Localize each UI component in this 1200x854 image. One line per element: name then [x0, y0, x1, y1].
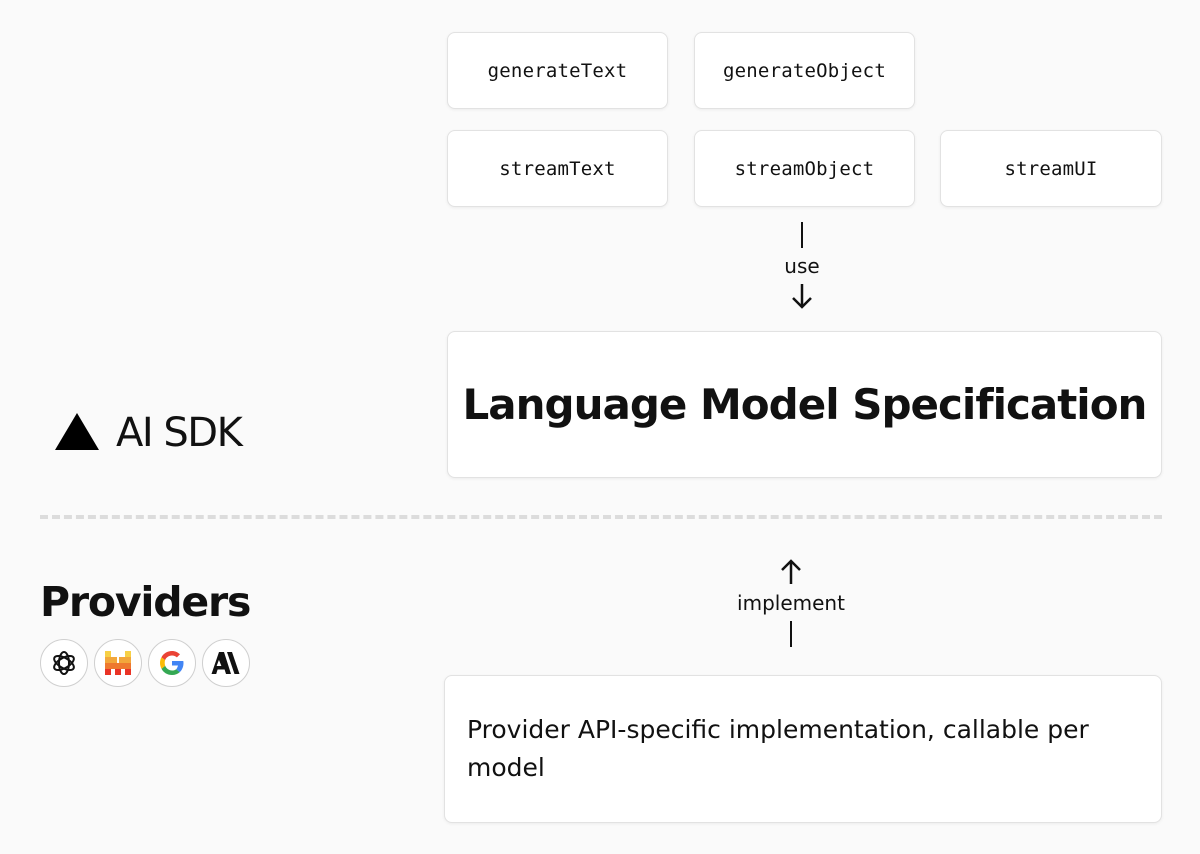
- section-divider: [40, 515, 1162, 519]
- use-connector: use: [752, 222, 852, 310]
- stream-text-label: streamText: [499, 157, 616, 180]
- implement-connector-line: [789, 621, 793, 647]
- provider-implementation-text: Provider API-specific implementation, ca…: [467, 715, 1089, 782]
- stream-ui-label: streamUI: [1004, 157, 1098, 180]
- implement-label: implement: [737, 591, 845, 615]
- ai-sdk-title: AI SDK: [116, 410, 243, 456]
- anthropic-logo-icon: [202, 639, 250, 687]
- stream-object-card: streamObject: [694, 130, 915, 207]
- language-model-spec-card: Language Model Specification: [447, 331, 1162, 478]
- stream-ui-card: streamUI: [940, 130, 1162, 207]
- google-logo-icon: [148, 639, 196, 687]
- generate-object-label: generateObject: [723, 59, 886, 82]
- stream-text-card: streamText: [447, 130, 668, 207]
- provider-logos: [40, 639, 250, 687]
- triangle-icon: [54, 411, 100, 456]
- generate-object-card: generateObject: [694, 32, 915, 109]
- generate-text-label: generateText: [487, 59, 628, 82]
- language-model-spec-title: Language Model Specification: [462, 380, 1148, 429]
- down-arrow-icon: [790, 282, 814, 310]
- generate-text-card: generateText: [447, 32, 668, 109]
- implement-connector: implement: [711, 558, 871, 647]
- openai-logo-icon: [40, 639, 88, 687]
- mistral-logo-icon: [94, 639, 142, 687]
- up-arrow-icon: [779, 558, 803, 586]
- providers-title: Providers: [40, 578, 251, 626]
- use-label: use: [784, 254, 820, 278]
- use-connector-line: [800, 222, 804, 248]
- provider-implementation-card: Provider API-specific implementation, ca…: [444, 675, 1162, 823]
- stream-object-label: streamObject: [734, 157, 875, 180]
- ai-sdk-brand: AI SDK: [54, 410, 243, 456]
